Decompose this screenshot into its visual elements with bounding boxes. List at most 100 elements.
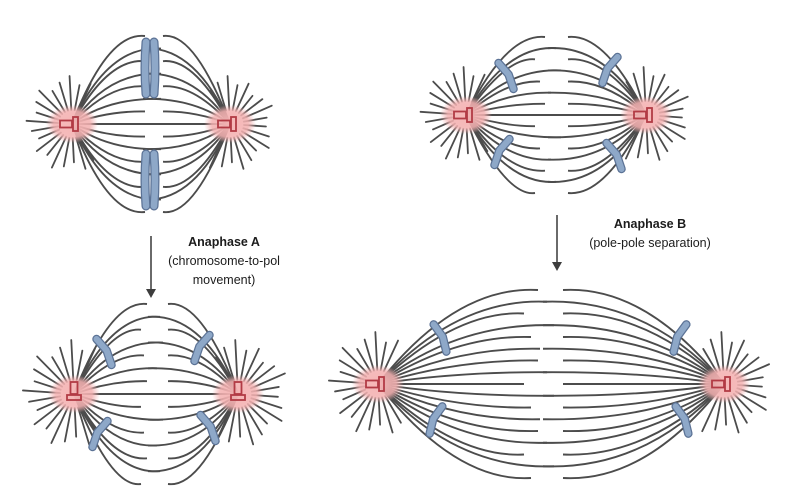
spindle-fiber	[73, 393, 142, 486]
spindle-fiber	[377, 383, 555, 397]
spindle-fiber	[562, 383, 725, 480]
panel-late-anaphase-b	[328, 288, 770, 480]
centriole	[724, 376, 731, 392]
spindle-fiber	[377, 383, 555, 468]
centriole	[72, 116, 79, 132]
spindle-fiber	[162, 34, 231, 125]
spindle-fiber	[377, 324, 555, 385]
chromatid	[93, 336, 115, 368]
centriole	[646, 107, 653, 123]
centriole	[453, 110, 467, 120]
spindle-fiber	[377, 383, 525, 456]
chromatid	[603, 140, 625, 172]
spindle-fiber	[377, 288, 539, 385]
aster-ray	[720, 331, 725, 371]
aster-ray	[709, 338, 721, 372]
panel-metaphase	[25, 34, 273, 214]
aster-ray	[714, 396, 723, 431]
panel-early-anaphase-b	[419, 35, 689, 195]
spindle-fiber	[71, 123, 146, 214]
aster-ray	[701, 395, 720, 433]
centrosome	[66, 381, 82, 401]
centrosome	[59, 116, 79, 132]
centrosome	[365, 376, 385, 392]
spindle-fiber	[542, 383, 725, 444]
spindle-fiber	[377, 300, 548, 385]
centrosome	[217, 116, 237, 132]
aster-ray	[649, 127, 661, 161]
centriole	[59, 119, 73, 129]
aster-ray	[368, 396, 377, 431]
anaphase-b-arrow	[550, 215, 564, 271]
anaphase-a-description-line1: (chromosome-to-pol	[168, 254, 280, 268]
aster-ray	[50, 405, 70, 444]
centrosome	[453, 107, 473, 123]
centriole	[365, 379, 379, 389]
chromatid	[670, 321, 690, 355]
centriole	[217, 119, 231, 129]
centriole	[711, 379, 725, 389]
centriole	[633, 110, 647, 120]
aster-ray	[223, 346, 235, 382]
spindle-fiber	[562, 288, 725, 385]
aster-ray	[381, 396, 394, 434]
anaphase-a-heading: Anaphase A	[188, 235, 260, 249]
spindle-fiber	[377, 383, 532, 480]
chromatid	[191, 332, 213, 364]
anaphase-b-caption: Anaphase B (pole-pole separation)	[552, 215, 748, 253]
aster-ray	[68, 75, 73, 111]
spindle-fiber	[542, 324, 725, 385]
aster-ray	[77, 406, 91, 446]
aster-ray	[70, 339, 75, 381]
spindle-fiber	[377, 383, 548, 444]
centrosome	[633, 107, 653, 123]
panel-anaphase-a	[22, 302, 286, 486]
aster-ray	[226, 75, 231, 111]
aster-ray	[241, 406, 255, 446]
aster-ray	[63, 406, 73, 443]
spindle-fiber	[542, 371, 725, 385]
aster-ray	[242, 347, 260, 383]
chromatid	[150, 38, 159, 98]
chromatid	[491, 136, 513, 168]
spindle-fiber	[562, 312, 725, 385]
centriole	[230, 394, 246, 401]
chromatid	[197, 412, 219, 444]
chromatid	[150, 150, 159, 210]
aster-ray	[355, 395, 374, 433]
chromatid	[599, 54, 621, 86]
aster-ray	[642, 66, 647, 102]
aster-ray	[374, 331, 379, 371]
spindle-fiber	[542, 383, 725, 468]
spindle-fiber	[562, 383, 725, 456]
centriole	[69, 381, 79, 395]
aster-ray	[363, 338, 375, 372]
spindle-fiber	[542, 383, 725, 397]
spindle-fiber	[377, 312, 525, 385]
anaphase-a-arrow	[144, 236, 158, 298]
chromatid	[426, 403, 446, 437]
spindle-fiber	[167, 302, 239, 395]
sister-chromatids	[140, 149, 160, 211]
anaphase-b-description-line1: (pole-pole separation)	[589, 236, 711, 250]
centrosome	[230, 381, 246, 401]
centriole	[230, 116, 237, 132]
aster-ray	[227, 406, 237, 443]
aster-ray	[59, 346, 71, 382]
chromatid	[141, 150, 150, 210]
chromatid	[141, 38, 150, 98]
aster-ray	[462, 66, 467, 102]
anaphase-a-description-line2: movement)	[192, 273, 256, 287]
sister-chromatids	[140, 37, 160, 99]
chromatid	[89, 418, 111, 450]
centriole	[466, 107, 473, 123]
aster-ray	[727, 396, 740, 434]
centrosome	[711, 376, 731, 392]
chromatid	[672, 403, 692, 437]
aster-ray	[233, 136, 245, 170]
centriole	[378, 376, 385, 392]
aster-ray	[469, 127, 481, 161]
aster-ray	[75, 136, 87, 170]
